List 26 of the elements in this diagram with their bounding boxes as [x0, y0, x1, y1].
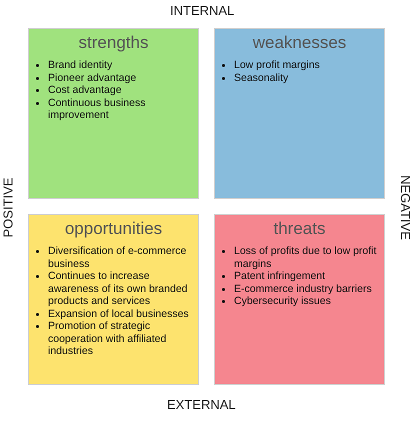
bullet-item: Diversification of e-commerce business	[48, 245, 186, 270]
bullet-item: Pioneer advantage	[48, 72, 136, 84]
bullet-item: Expansion of local businesses	[48, 308, 189, 320]
bullet-item: Cybersecurity issues	[234, 295, 331, 307]
quadrant-heading: weaknesses	[252, 32, 346, 54]
bullet-item: E-commerce industry barriers	[234, 282, 372, 294]
bullet-item: Seasonality	[234, 72, 288, 84]
quadrant-heading: strengths	[78, 32, 148, 54]
bullet-item: Continuous business improvement	[48, 96, 146, 121]
axis-label: POSITIVE	[0, 178, 16, 238]
axis-label: EXTERNAL	[167, 397, 236, 412]
bullet-item: Brand identity	[48, 59, 112, 71]
axis-label: NEGATIVE	[398, 175, 413, 240]
axis-label: INTERNAL	[170, 3, 234, 18]
quadrant-box	[214, 214, 385, 385]
bullet-item: Promotion of strategic cooperation with affiliated industries	[48, 320, 166, 357]
bullet-item: Patent infringement	[234, 270, 326, 282]
quadrant-box	[28, 28, 199, 199]
quadrant-box	[28, 214, 199, 385]
bullet-item: Low profit margins	[234, 59, 320, 71]
quadrant-heading: threats	[274, 218, 326, 240]
quadrant-heading: opportunities	[64, 218, 162, 240]
bullet-item: Continues to increase awareness of its own branded products and services	[48, 270, 188, 307]
bullet-item: Cost advantage	[48, 84, 122, 96]
quadrant-box	[214, 28, 385, 199]
bullet-item: Loss of profits due to low profit margins	[234, 245, 376, 270]
